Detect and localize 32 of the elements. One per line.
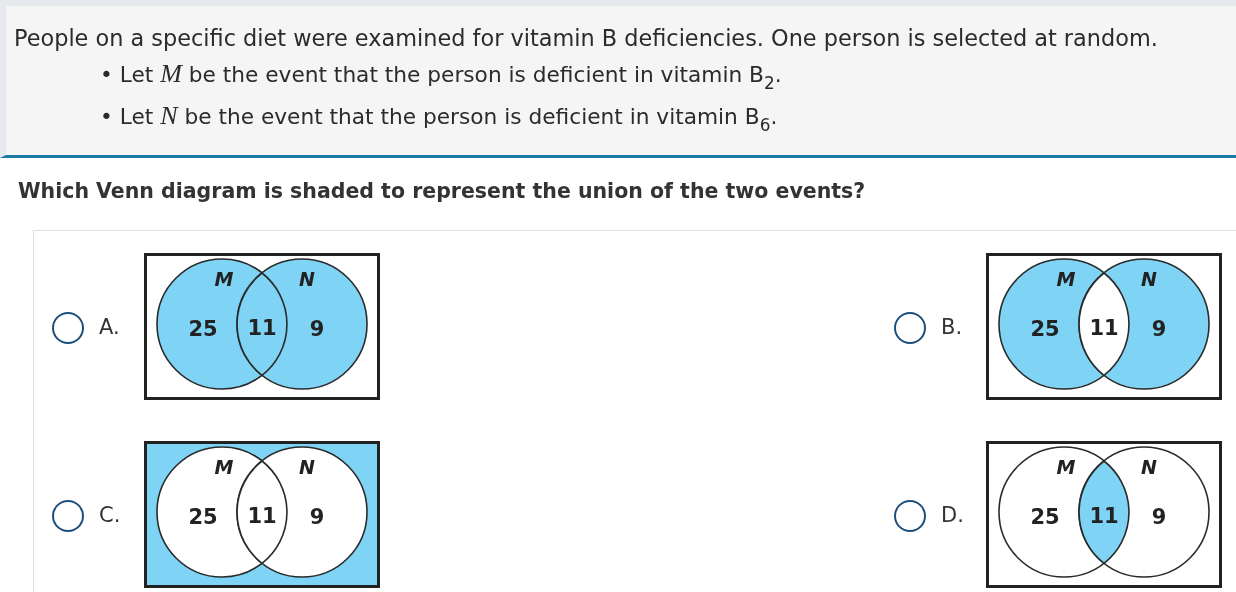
option-letter: A. <box>99 314 120 340</box>
universal-set-frame <box>144 441 380 588</box>
set-label: N <box>299 269 315 289</box>
region-count: 9 <box>1151 318 1167 340</box>
region-count: 11 <box>1089 317 1119 339</box>
question-text: Which Venn diagram is shaded to represent the union of the two events? <box>18 178 866 205</box>
option-letter: B. <box>941 314 963 340</box>
set-label: N <box>1141 269 1157 289</box>
region-count: 9 <box>309 506 325 528</box>
set-label: N <box>1141 457 1157 477</box>
set-label: N <box>299 457 315 477</box>
region-count: 11 <box>247 317 277 339</box>
region-count: 25 <box>1030 318 1060 340</box>
universal-set-frame <box>144 253 380 400</box>
region-count: 9 <box>309 318 325 340</box>
region-count: 11 <box>247 505 277 527</box>
option-letter: D. <box>941 502 964 528</box>
problem-statement: People on a specific diet were examined for vitamin B deficiencies. One person is selected at random. <box>14 24 1158 52</box>
set-label: M <box>214 269 234 289</box>
option-letter: C. <box>99 502 121 528</box>
region-count: 11 <box>1089 505 1119 527</box>
universal-set-frame <box>986 441 1222 588</box>
universal-set-frame <box>986 253 1222 400</box>
region-count: 25 <box>188 318 218 340</box>
set-label: M <box>214 457 234 477</box>
region-count: 9 <box>1151 506 1167 528</box>
region-count: 25 <box>188 506 218 528</box>
set-label: M <box>1056 269 1076 289</box>
event-definition: • Let M be the event that the person is deficient in vitamin B$_{2}$. <box>100 61 782 89</box>
event-definition: • Let N be the event that the person is deficient in vitamin B$_{6}$. <box>100 103 778 131</box>
set-label: M <box>1056 457 1076 477</box>
region-count: 25 <box>1030 506 1060 528</box>
